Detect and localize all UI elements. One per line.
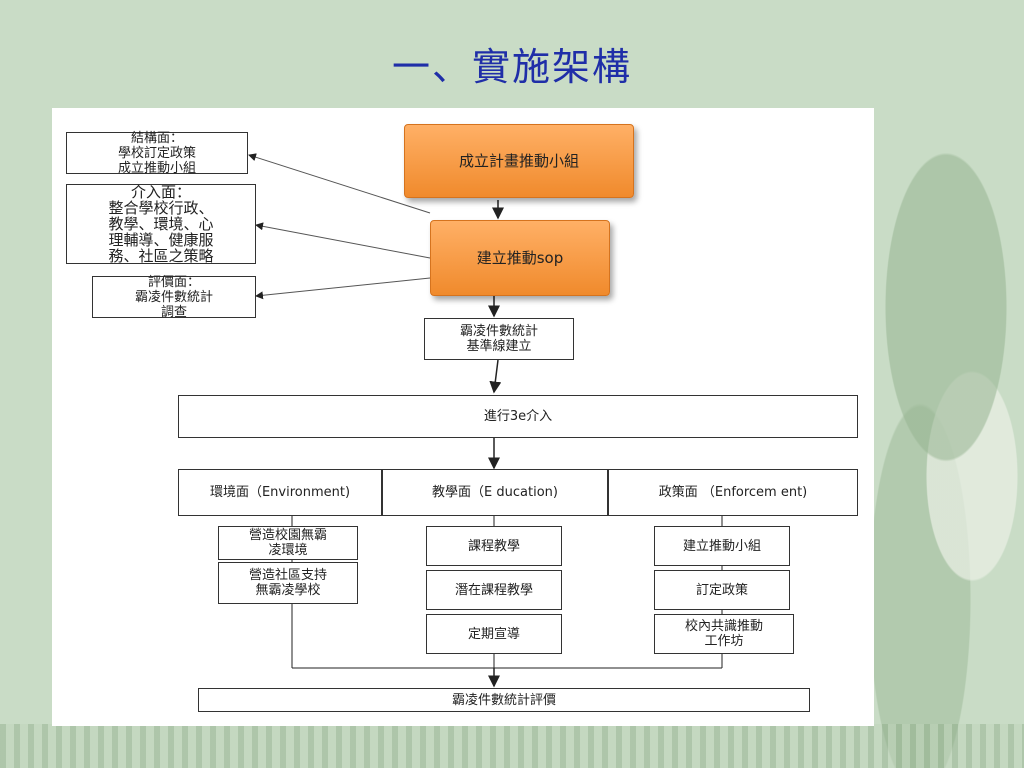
env-item-community: 營造社區支持 無霸凌學校 (218, 562, 358, 604)
baseline-box: 霸凌件數統計 基準線建立 (424, 318, 574, 360)
intervention-box: 介入面： 整合學校行政、 教學、環境、心 理輔導、健康服 務、社區之策略 (66, 184, 256, 264)
enforcement-header: 政策面 （Enforcem ent) (608, 469, 858, 516)
step-build-sop: 建立推動sop (430, 220, 610, 296)
enf-item-workshop: 校內共識推動 工作坊 (654, 614, 794, 654)
arrow-to-intervention (255, 222, 431, 259)
step-form-committee: 成立計畫推動小組 (404, 124, 634, 198)
final-evaluation-box: 霸凌件數統計評價 (198, 688, 810, 712)
intervention-3e-box: 進行3e介入 (178, 395, 858, 438)
arrow-to-structure (248, 153, 431, 214)
enf-item-committee: 建立推動小組 (654, 526, 790, 566)
env-item-campus: 營造校園無霸 凌環境 (218, 526, 358, 560)
slide-title: 一、實施架構 (391, 45, 632, 89)
education-header: 教學面（E ducation) (382, 469, 608, 516)
environment-header: 環境面（Environment) (178, 469, 382, 516)
diagram-panel: 結構面： 學校訂定政策 成立推動小組 介入面： 整合學校行政、 教學、環境、心 … (52, 108, 874, 726)
edu-item-curriculum: 課程教學 (426, 526, 562, 566)
evaluation-box: 評價面： 霸凌件數統計 調查 (92, 275, 256, 320)
arrow-to-evaluation (255, 277, 431, 300)
background-border-pattern (0, 724, 1024, 768)
arrow-step3-step4 (489, 359, 502, 394)
edu-item-hidden-curriculum: 潛在課程教學 (426, 570, 562, 610)
structure-box: 結構面： 學校訂定政策 成立推動小組 (66, 131, 248, 176)
enf-item-policy: 訂定政策 (654, 570, 790, 610)
edu-item-promotion: 定期宣導 (426, 614, 562, 654)
